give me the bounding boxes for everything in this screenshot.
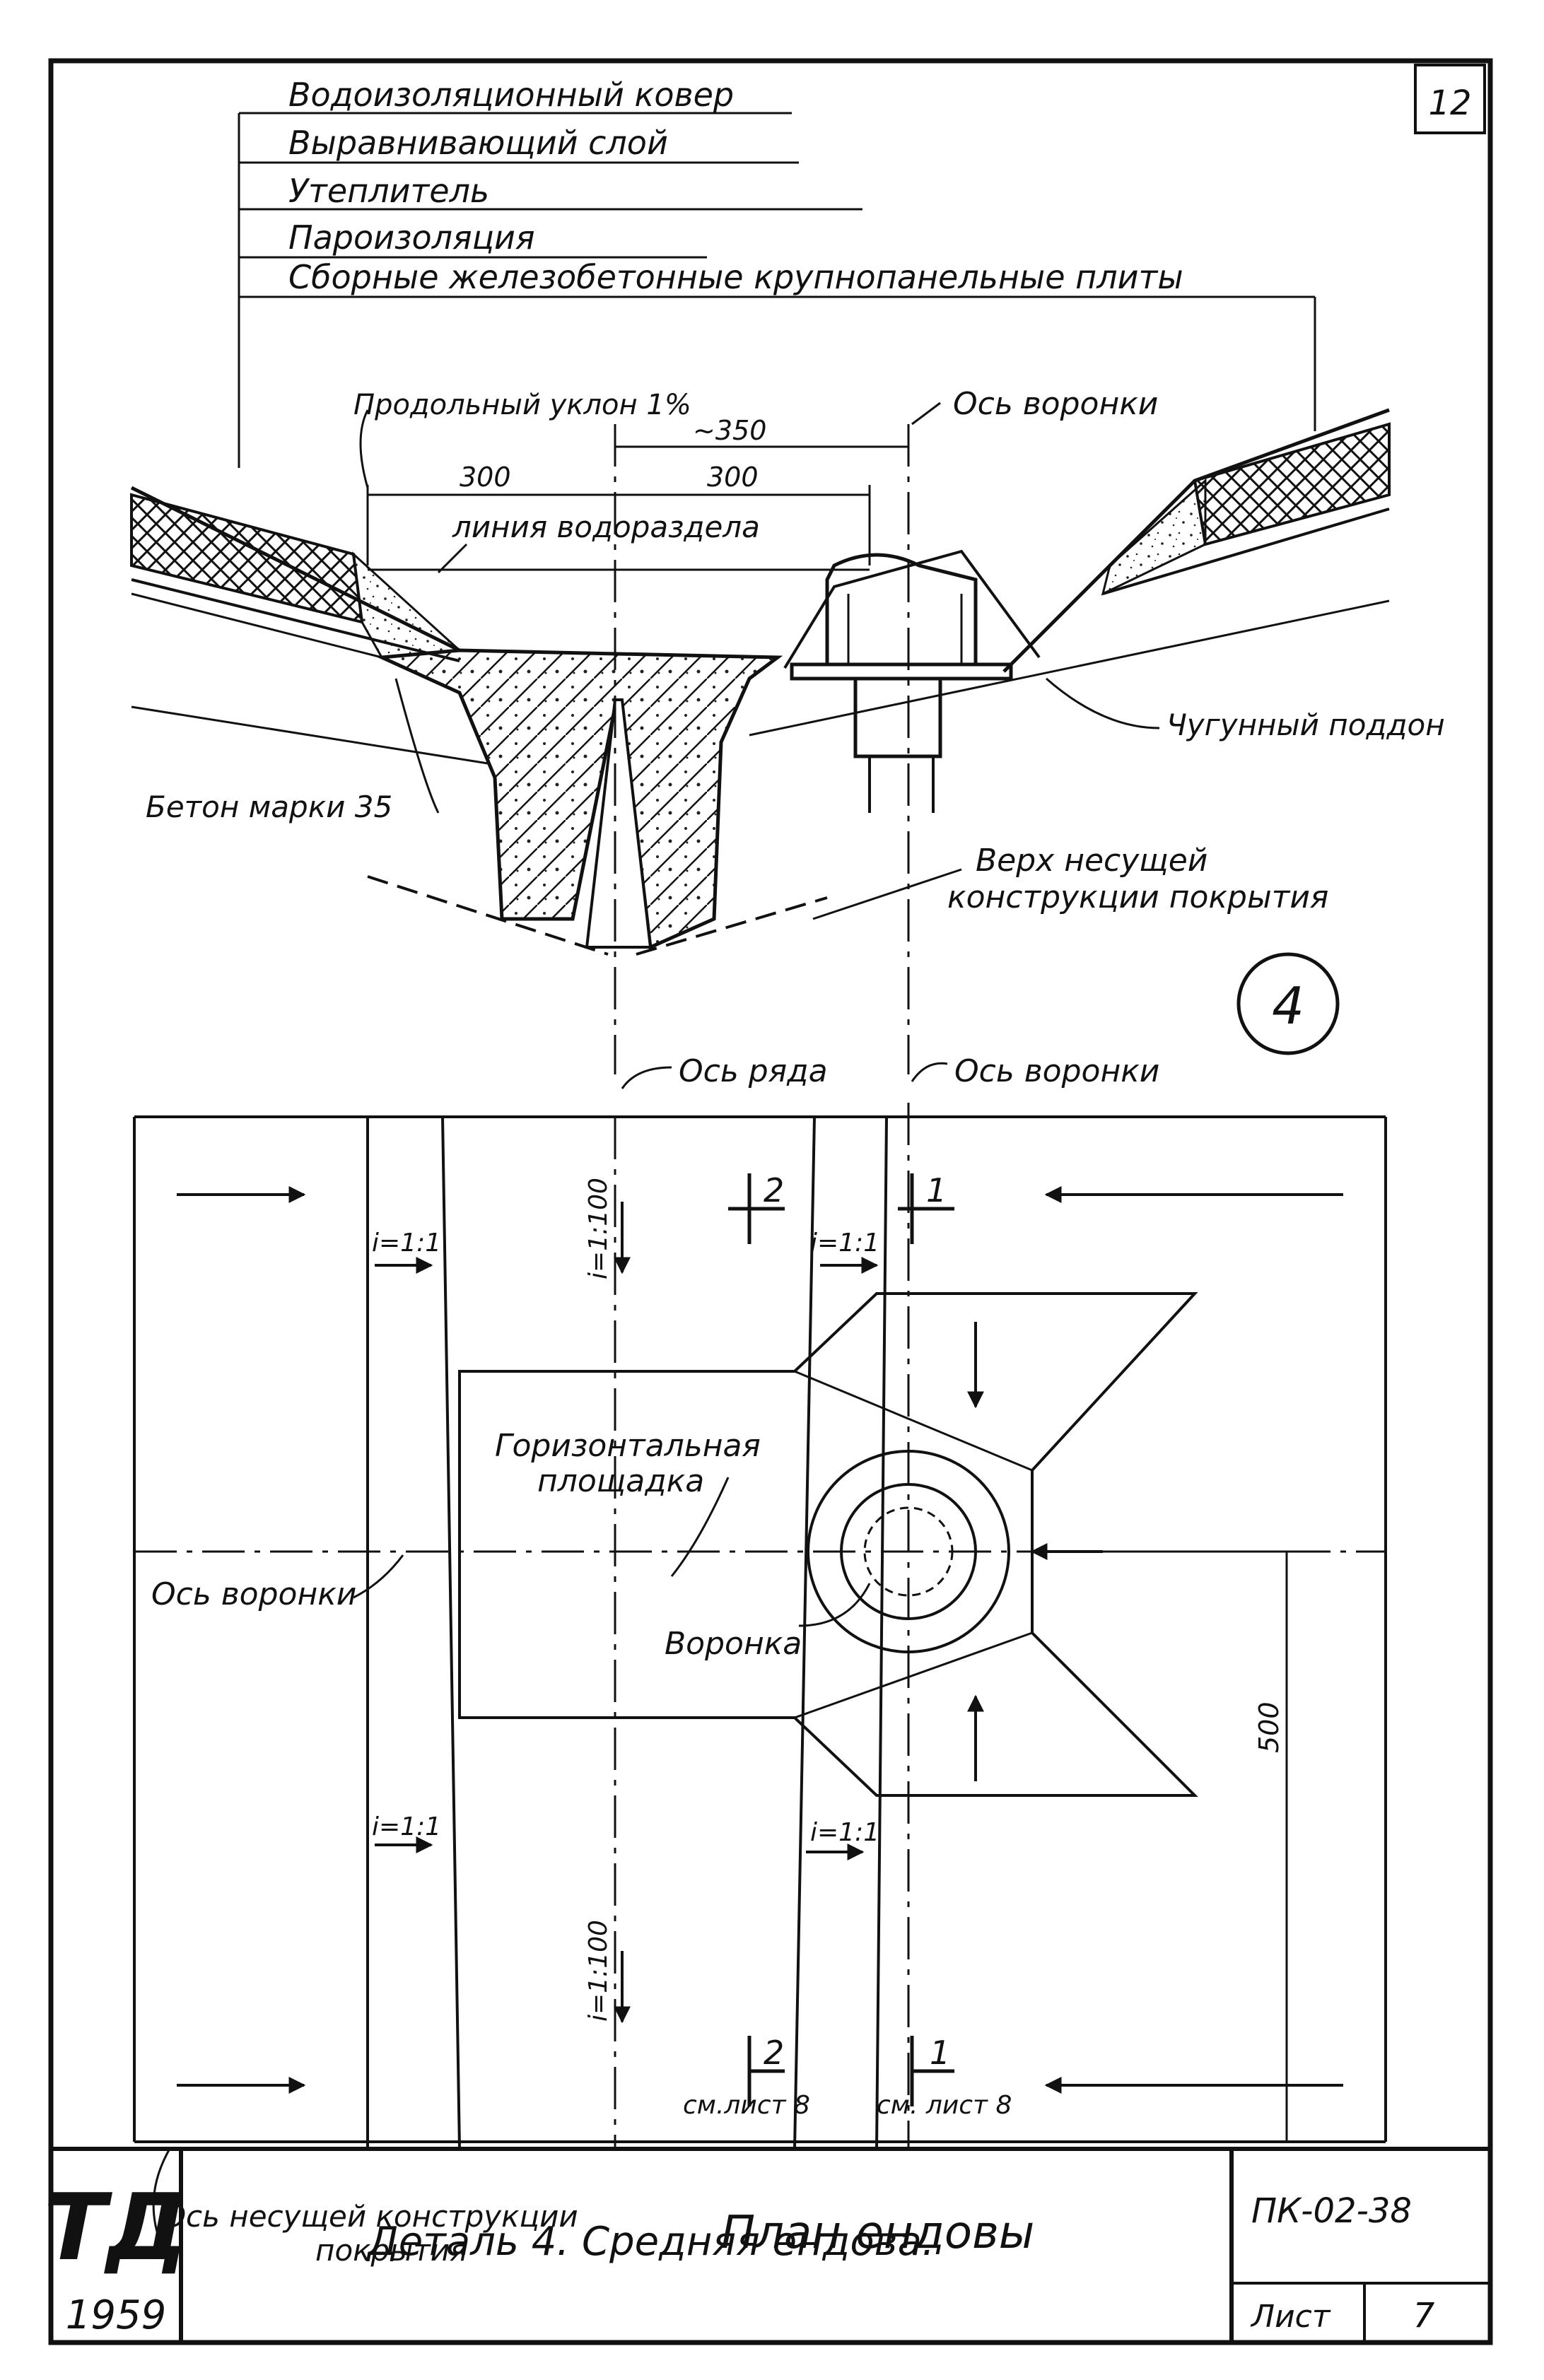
layer-label-vapor-barrier: Пароизоляция xyxy=(288,218,535,257)
cut-mark-2-top: 2 xyxy=(764,1171,784,1209)
valley-plan: Ось ряда Ось воронки xyxy=(133,1053,1387,2249)
right-leveling-layer xyxy=(1101,478,1207,596)
funnel-axis-label-section: Ось воронки xyxy=(953,386,1158,422)
slope-label-valley-bottom: i=1:100 xyxy=(584,1920,613,2022)
dimension-350: ~350 xyxy=(693,415,766,446)
structure-axis-label-line1: Ось несущей конструкции xyxy=(163,2199,578,2234)
roof-funnel xyxy=(790,553,1013,813)
sheet-label: Лист xyxy=(1250,2299,1331,2335)
dimension-300-right: 300 xyxy=(707,462,759,493)
watershed-label: линия водораздела xyxy=(452,510,760,544)
layer-label-insulation: Утеплитель xyxy=(288,172,489,210)
title-block xyxy=(51,2147,1490,2343)
slope-label-valley-top: i=1:100 xyxy=(584,1178,613,1279)
valley-gap xyxy=(585,698,653,949)
td-logo-year: 1959 xyxy=(66,2292,167,2338)
funnel-axis-label-plan-left: Ось воронки xyxy=(151,1576,356,1612)
layers-legend: Водоизоляционный ковер Выравнивающий сло… xyxy=(238,76,1316,468)
detail-number: 4 xyxy=(1272,976,1304,1036)
slope-note: Продольный уклон 1% xyxy=(353,389,691,421)
slope-label-bottom-right: i=1:1 xyxy=(810,1818,879,1847)
sheet-number: 12 xyxy=(1428,83,1471,123)
row-axis-label: Ось ряда xyxy=(679,1053,828,1089)
platform-label-line2: площадка xyxy=(537,1463,704,1499)
see-sheet-8-right: см. лист 8 xyxy=(877,2091,1012,2120)
slope-label-top-right: i=1:1 xyxy=(810,1229,879,1258)
right-insulation-layer xyxy=(1193,422,1391,546)
layer-label-leveling: Выравнивающий слой xyxy=(288,124,668,162)
sheet-number-box xyxy=(1414,64,1486,134)
structure-top-label-line1: Верх несущей xyxy=(976,843,1207,879)
td-logo: ТД 1959 xyxy=(44,2174,188,2338)
funnel-axis-label-plan-top: Ось воронки xyxy=(954,1053,1159,1089)
dimension-300-left: 300 xyxy=(460,462,511,493)
dimension-500: 500 xyxy=(1253,1701,1285,1753)
sheet-frame xyxy=(48,58,1493,2345)
concrete-fill xyxy=(375,648,783,950)
sheet-value: 7 xyxy=(1413,2296,1435,2335)
cut-mark-1-bottom: 1 xyxy=(930,2034,950,2072)
plan-title: План ендовы xyxy=(721,2207,1034,2259)
drawing-code: ПК-02-38 xyxy=(1251,2191,1412,2231)
platform-label-line1: Горизонтальная xyxy=(495,1428,761,1464)
structure-axis-label-line2: покрытия xyxy=(315,2233,467,2268)
valley-cross-section xyxy=(130,401,1391,1074)
structure-top-label-line2: конструкции покрытия xyxy=(947,879,1328,915)
see-sheet-8-left: см.лист 8 xyxy=(683,2091,810,2120)
drawing-title: Деталь 4. Средняя ендова. xyxy=(365,2219,935,2265)
slope-label-top-left: i=1:1 xyxy=(372,1229,441,1258)
cut-mark-1-top: 1 xyxy=(926,1171,947,1209)
td-logo-letters: ТД xyxy=(44,2174,188,2281)
cut-mark-2-bottom: 2 xyxy=(764,2034,784,2072)
layer-label-precast-slabs: Сборные железобетонные крупнопанельные п… xyxy=(288,258,1183,296)
concrete-grade-label: Бетон марки 35 xyxy=(146,790,392,824)
funnel-label: Воронка xyxy=(665,1626,802,1662)
slope-label-bottom-left: i=1:1 xyxy=(372,1812,441,1841)
horizontal-platform xyxy=(458,1292,1198,1797)
layer-label-waterproofing: Водоизоляционный ковер xyxy=(288,76,734,114)
detail-number-circle xyxy=(1236,952,1340,1055)
cast-iron-tray-label: Чугунный поддон xyxy=(1166,708,1445,742)
